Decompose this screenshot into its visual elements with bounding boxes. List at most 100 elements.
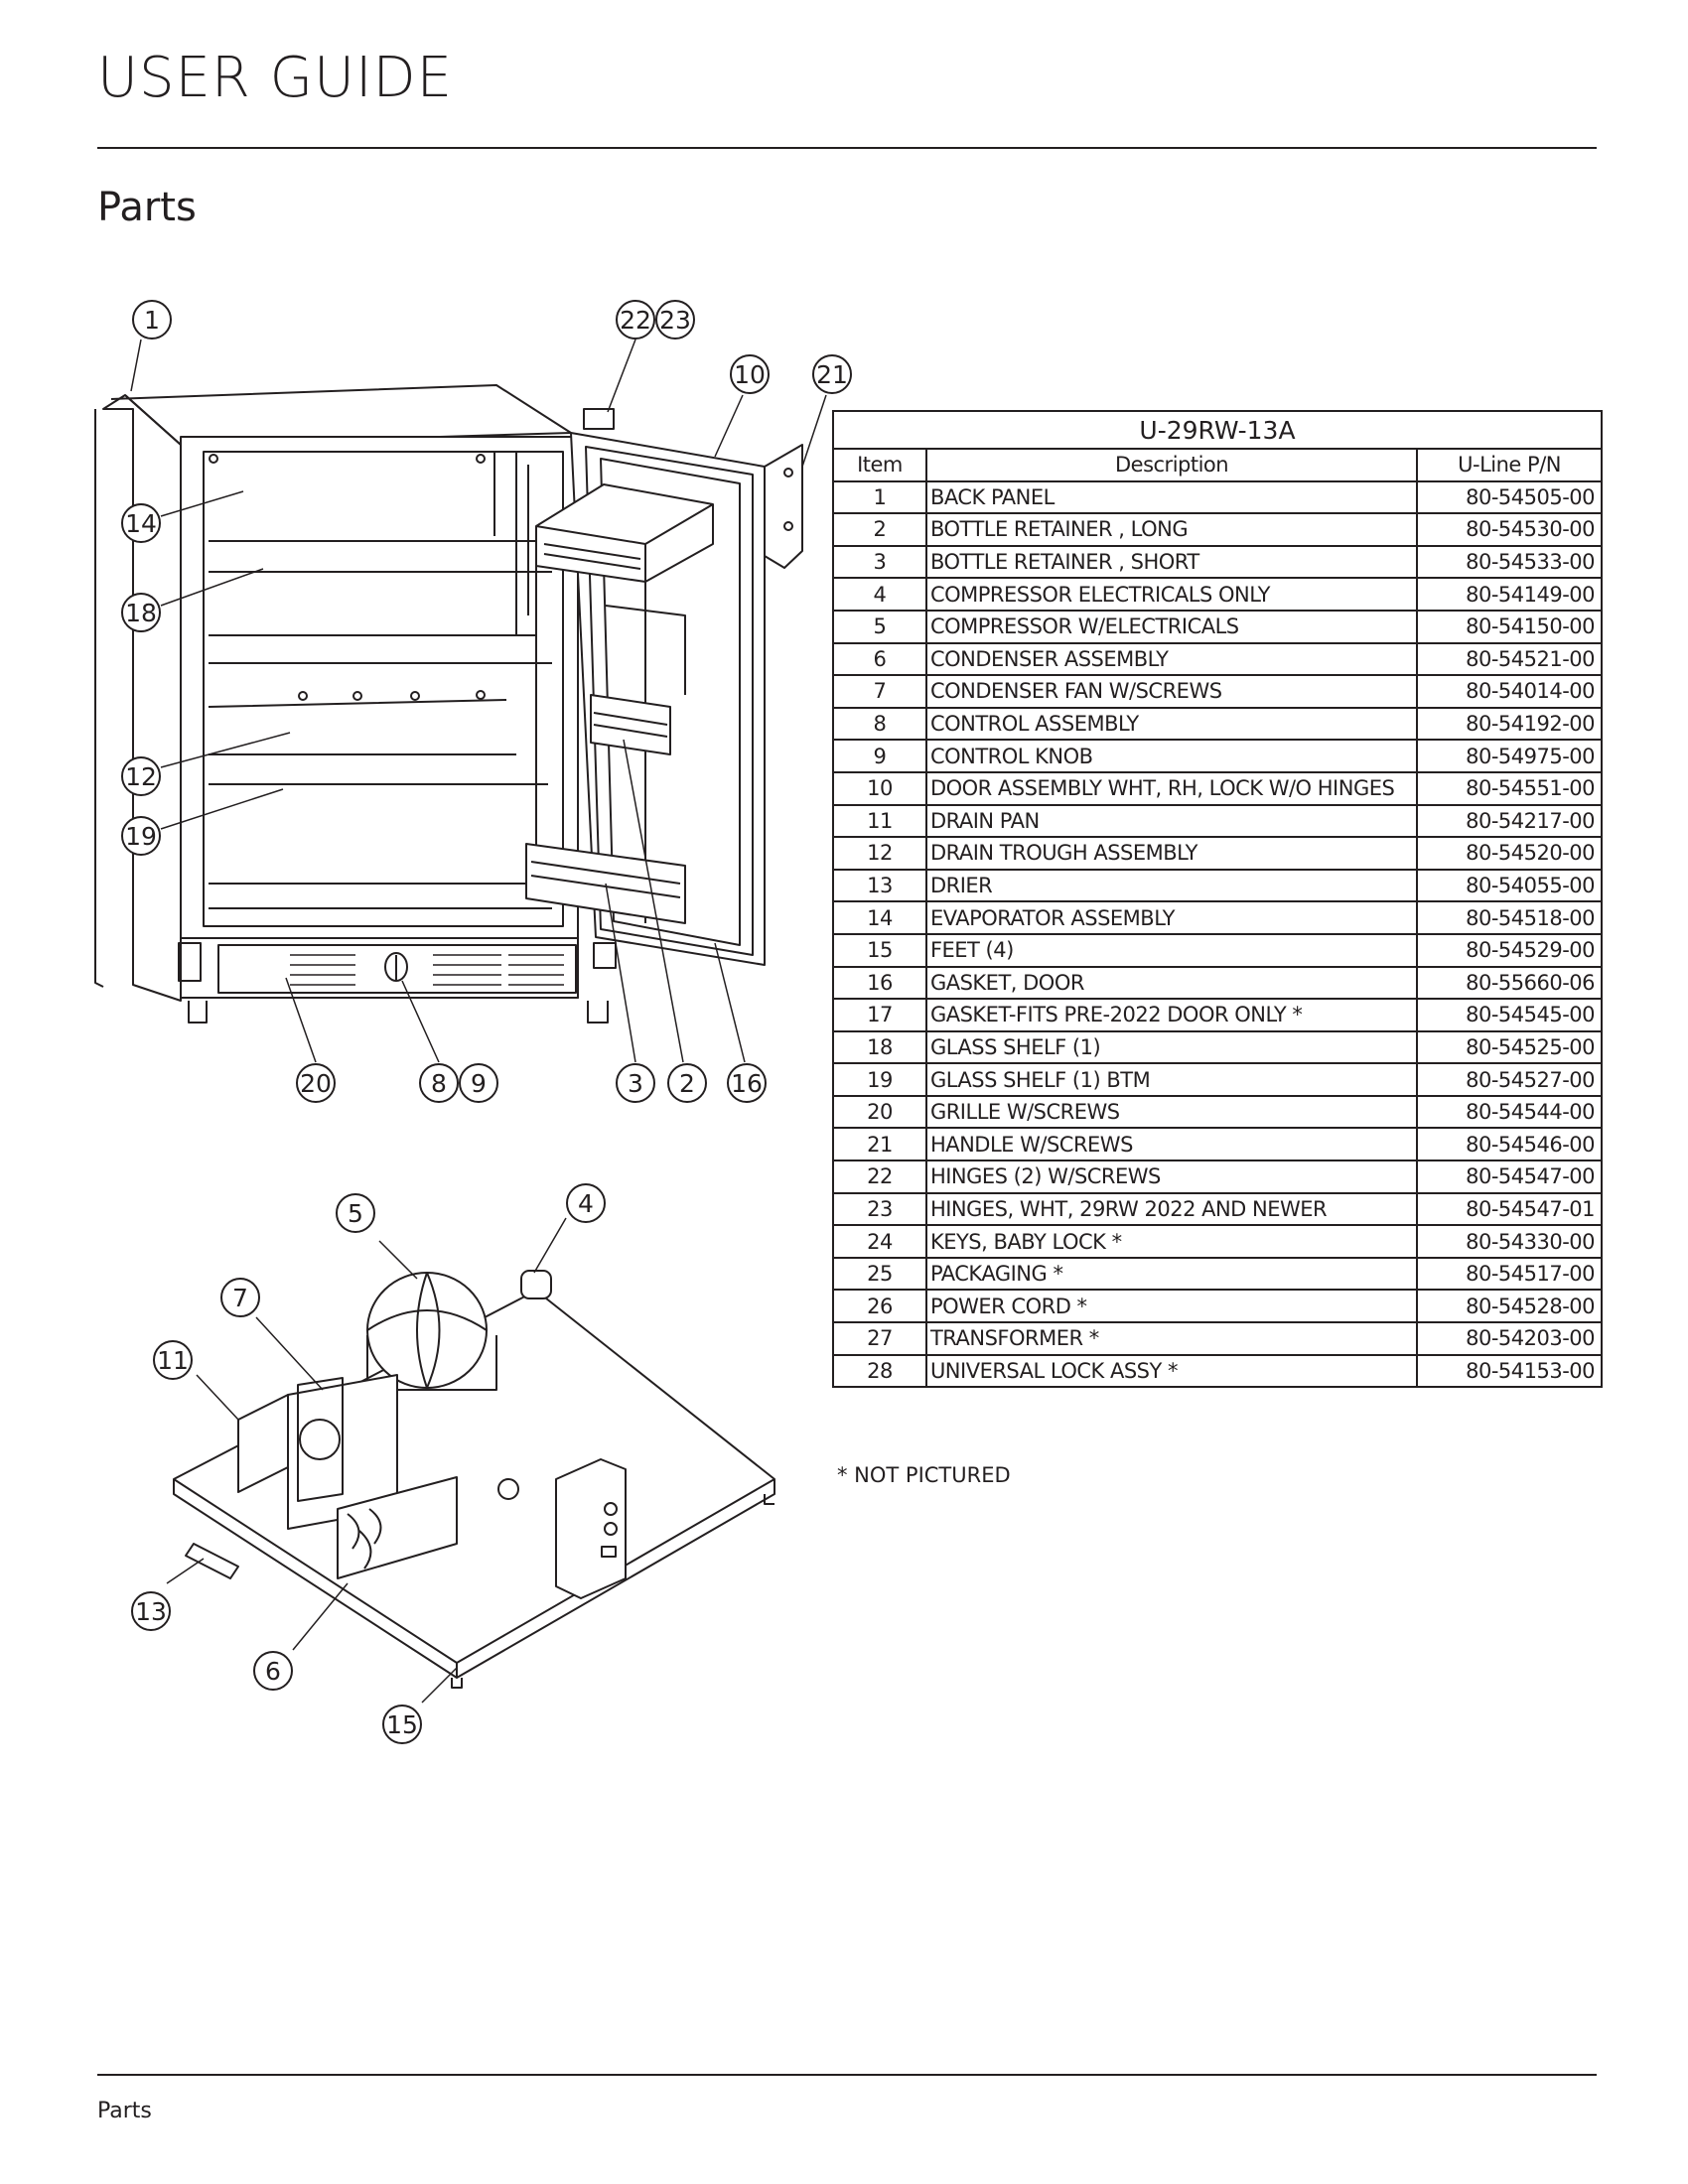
callout-20: 20 bbox=[296, 1063, 336, 1103]
callout-13: 13 bbox=[131, 1591, 171, 1631]
svg-text:16: 16 bbox=[731, 1069, 763, 1098]
cell-description: GASKET, DOOR bbox=[924, 965, 1419, 1001]
svg-text:14: 14 bbox=[125, 509, 157, 538]
cell-part-number: 80-54518-00 bbox=[1416, 900, 1603, 935]
cell-item: 9 bbox=[832, 739, 927, 773]
callout-4: 4 bbox=[566, 1183, 606, 1223]
cell-description: GLASS SHELF (1) BTM bbox=[924, 1062, 1419, 1097]
cell-part-number: 80-54546-00 bbox=[1416, 1127, 1603, 1162]
cell-part-number: 80-54530-00 bbox=[1416, 512, 1603, 547]
callout-15: 15 bbox=[382, 1705, 422, 1744]
svg-text:6: 6 bbox=[265, 1657, 281, 1686]
cell-description: GLASS SHELF (1) bbox=[924, 1029, 1419, 1065]
cell-description: KEYS, BABY LOCK * bbox=[924, 1224, 1419, 1259]
cell-item: 28 bbox=[832, 1353, 927, 1389]
cell-description: DRAIN PAN bbox=[924, 803, 1419, 839]
footer-divider bbox=[97, 2074, 1597, 2076]
callout-1: 1 bbox=[132, 300, 172, 340]
callout-12: 12 bbox=[121, 756, 161, 796]
not-pictured-note: * NOT PICTURED bbox=[837, 1463, 1011, 1487]
cell-item: 14 bbox=[832, 900, 927, 935]
cell-part-number: 80-54055-00 bbox=[1416, 868, 1603, 903]
cell-item: 22 bbox=[832, 1160, 927, 1194]
callout-2: 2 bbox=[667, 1063, 707, 1103]
cell-description: DRAIN TROUGH ASSEMBLY bbox=[924, 836, 1419, 871]
callout-21: 21 bbox=[812, 354, 852, 394]
cell-item: 3 bbox=[832, 544, 927, 580]
cell-description: HANDLE W/SCREWS bbox=[924, 1127, 1419, 1162]
cell-description: FEET (4) bbox=[924, 932, 1419, 968]
column-header-item: Item bbox=[832, 448, 927, 482]
cell-item: 23 bbox=[832, 1191, 927, 1227]
cell-part-number: 80-54547-01 bbox=[1416, 1191, 1603, 1227]
cell-description: COMPRESSOR ELECTRICALS ONLY bbox=[924, 577, 1419, 612]
cell-part-number: 80-54517-00 bbox=[1416, 1256, 1603, 1292]
cell-part-number: 80-54528-00 bbox=[1416, 1289, 1603, 1324]
cell-item: 26 bbox=[832, 1289, 927, 1324]
cell-item: 16 bbox=[832, 965, 927, 1001]
section-title: Parts bbox=[97, 185, 197, 230]
svg-text:21: 21 bbox=[816, 360, 848, 389]
cell-item: 21 bbox=[832, 1127, 927, 1162]
svg-text:2: 2 bbox=[679, 1069, 695, 1098]
callout-18: 18 bbox=[121, 593, 161, 632]
page-title: USER GUIDE bbox=[97, 46, 454, 110]
header-divider bbox=[97, 147, 1597, 149]
callout-19: 19 bbox=[121, 816, 161, 856]
cell-part-number: 80-54330-00 bbox=[1416, 1224, 1603, 1259]
callout-23: 23 bbox=[655, 300, 695, 340]
cell-description: UNIVERSAL LOCK ASSY * bbox=[924, 1353, 1419, 1389]
cell-item: 24 bbox=[832, 1224, 927, 1259]
callout-16: 16 bbox=[727, 1063, 767, 1103]
cell-description: CONTROL KNOB bbox=[924, 739, 1419, 773]
cell-part-number: 80-54975-00 bbox=[1416, 739, 1603, 773]
svg-text:10: 10 bbox=[734, 360, 766, 389]
compressor-base-drawing bbox=[173, 1270, 775, 1689]
cell-description: HINGES, WHT, 29RW 2022 AND NEWER bbox=[924, 1191, 1419, 1227]
svg-text:23: 23 bbox=[659, 306, 691, 335]
cell-item: 10 bbox=[832, 770, 927, 806]
cell-part-number: 80-54014-00 bbox=[1416, 674, 1603, 709]
table-header-row: Item Description U-Line P/N bbox=[832, 448, 1603, 482]
cell-description: BOTTLE RETAINER , SHORT bbox=[924, 544, 1419, 580]
callout-10: 10 bbox=[730, 354, 770, 394]
parts-table: U-29RW-13A Item Description U-Line P/N 1… bbox=[832, 410, 1603, 1389]
cell-item: 19 bbox=[832, 1062, 927, 1097]
cell-item: 2 bbox=[832, 512, 927, 547]
cell-part-number: 80-54521-00 bbox=[1416, 641, 1603, 677]
cell-description: BOTTLE RETAINER , LONG bbox=[924, 512, 1419, 547]
cell-item: 20 bbox=[832, 1094, 927, 1130]
svg-text:7: 7 bbox=[232, 1284, 248, 1312]
callout-3: 3 bbox=[616, 1063, 655, 1103]
cell-part-number: 80-54525-00 bbox=[1416, 1029, 1603, 1065]
cell-item: 11 bbox=[832, 803, 927, 839]
svg-text:3: 3 bbox=[628, 1069, 643, 1098]
cell-item: 12 bbox=[832, 836, 927, 871]
cell-description: CONTROL ASSEMBLY bbox=[924, 706, 1419, 742]
cell-description: DRIER bbox=[924, 868, 1419, 903]
svg-text:12: 12 bbox=[125, 762, 157, 791]
svg-text:1: 1 bbox=[144, 306, 160, 335]
cell-description: COMPRESSOR W/ELECTRICALS bbox=[924, 609, 1419, 644]
cell-part-number: 80-54520-00 bbox=[1416, 836, 1603, 871]
callout-leader-lines bbox=[130, 339, 827, 1704]
cell-description: CONDENSER FAN W/SCREWS bbox=[924, 674, 1419, 709]
table-model-row: U-29RW-13A bbox=[832, 410, 1603, 450]
